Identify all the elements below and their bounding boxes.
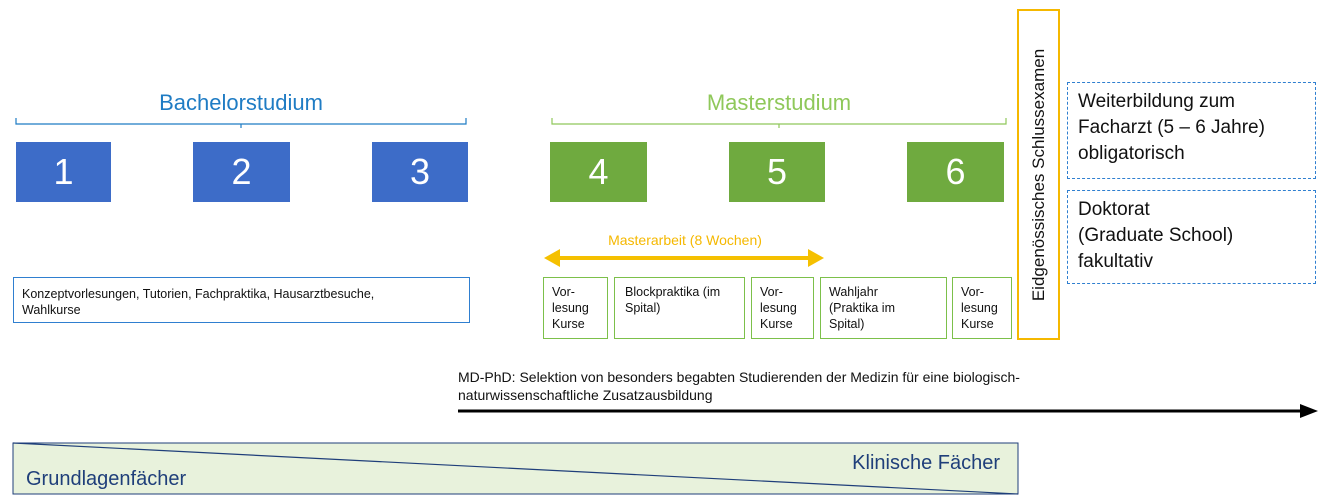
bachelor-activities-box: Konzeptvorlesungen, Tutorien, Fachprakti…: [13, 277, 470, 323]
master-activity-4-line2: (Praktika im: [829, 301, 895, 315]
year-5-box: 5: [729, 142, 825, 202]
final-exam-box: Eidgenössisches Schlussexamen: [1017, 9, 1060, 340]
subjects-wedge: [12, 442, 1019, 495]
master-activity-4: Wahljahr (Praktika im Spital): [820, 277, 947, 339]
doctorate-box: Doktorat (Graduate School) fakultativ: [1067, 190, 1316, 284]
md-phd-line1: MD-PhD: Selektion von besonders begabten…: [458, 369, 1020, 385]
doctorate-line1: Doktorat: [1078, 199, 1150, 220]
masterarbeit-arrow: [544, 249, 824, 267]
doctorate-line2: (Graduate School): [1078, 225, 1234, 246]
clinical-subjects-label: Klinische Fächer: [852, 452, 1000, 474]
year-4-box: 4: [550, 142, 647, 202]
master-activity-5-line2: lesung: [961, 301, 998, 315]
master-activity-5-line3: Kurse: [961, 317, 994, 331]
specialist-training-box: Weiterbildung zum Facharzt (5 – 6 Jahre)…: [1067, 82, 1316, 179]
year-1-box: 1: [16, 142, 111, 202]
specialist-training-line2: Facharzt (5 – 6 Jahre): [1078, 117, 1265, 138]
year-6-box: 6: [907, 142, 1004, 202]
master-activity-3-line1: Vor-: [760, 285, 783, 299]
master-activity-5: Vor- lesung Kurse: [952, 277, 1012, 339]
master-activity-2: Blockpraktika (im Spital): [614, 277, 745, 339]
bachelor-brace: [15, 118, 467, 128]
master-title: Masterstudium: [706, 90, 852, 115]
bachelor-activities-line2: Wahlkurse: [22, 303, 81, 317]
final-exam-label: Eidgenössisches Schlussexamen: [1028, 48, 1048, 301]
specialist-training-line3: obligatorisch: [1078, 143, 1185, 164]
master-activity-4-line1: Wahljahr: [829, 285, 878, 299]
doctorate-line3: fakultativ: [1078, 251, 1153, 272]
master-activity-1-line1: Vor-: [552, 285, 575, 299]
year-3-box: 3: [372, 142, 468, 202]
basic-subjects-label: Grundlagenfächer: [26, 468, 187, 490]
year-2-box: 2: [193, 142, 290, 202]
bachelor-activities-line1: Konzeptvorlesungen, Tutorien, Fachprakti…: [22, 287, 375, 301]
master-activity-3: Vor- lesung Kurse: [751, 277, 814, 339]
master-activity-1-line3: Kurse: [552, 317, 585, 331]
master-activity-3-line3: Kurse: [760, 317, 793, 331]
master-activity-5-line1: Vor-: [961, 285, 984, 299]
master-activity-2-line2: Spital): [625, 301, 661, 315]
masterarbeit-label: Masterarbeit (8 Wochen): [608, 232, 762, 248]
master-activity-1: Vor- lesung Kurse: [543, 277, 608, 339]
master-activity-1-line2: lesung: [552, 301, 589, 315]
bachelor-title: Bachelorstudium: [159, 90, 323, 115]
specialist-training-line1: Weiterbildung zum: [1078, 91, 1236, 112]
master-brace: [551, 118, 1007, 128]
master-activity-4-line3: Spital): [829, 317, 865, 331]
md-phd-arrow: [458, 404, 1318, 418]
master-activity-3-line2: lesung: [760, 301, 797, 315]
md-phd-line2: naturwissenschaftliche Zusatzausbildung: [458, 387, 713, 403]
master-activity-2-line1: Blockpraktika (im: [625, 285, 721, 299]
md-phd-text: MD-PhD: Selektion von besonders begabten…: [458, 368, 1298, 404]
